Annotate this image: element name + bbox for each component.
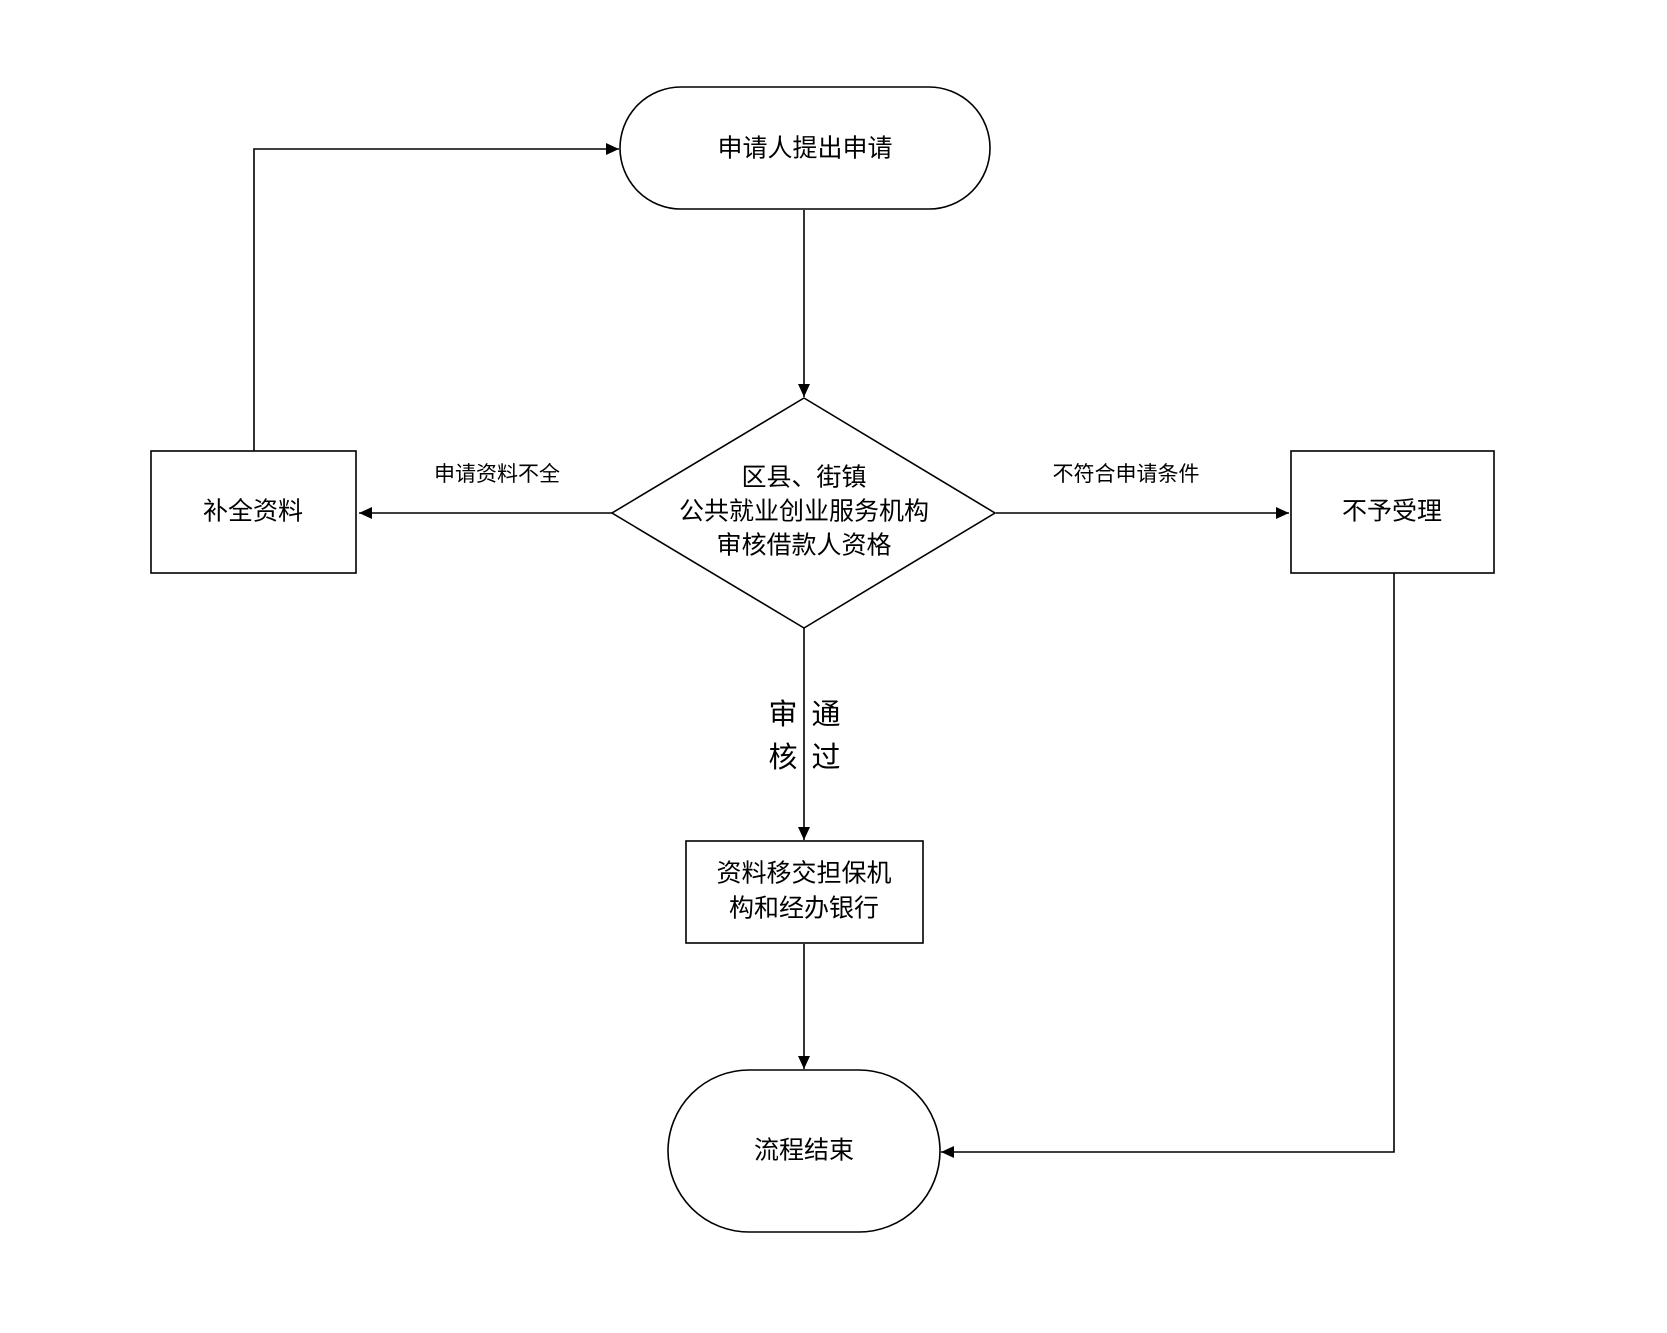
transfer-label-line-1: 资料移交担保机: [716, 859, 891, 888]
review-label-line-1: 区县、街镇: [741, 463, 866, 492]
edge-label-approved-col2-char1: 通: [811, 697, 840, 731]
review-label-line-2: 公共就业创业服务机构: [679, 497, 929, 526]
start-terminal: [619, 86, 991, 210]
edge-label-approved-col2-char2: 过: [811, 740, 840, 774]
supplement-box: [150, 450, 357, 574]
edge-reject-to-end: [941, 573, 1395, 1158]
edge-label-incomplete: 申请资料不全: [434, 462, 560, 486]
edge-label-approved-col1-char1: 审: [768, 697, 797, 731]
supplement-label: 补全资料: [203, 497, 303, 526]
start-label: 申请人提出申请: [717, 134, 892, 163]
review-decision: [610, 397, 997, 629]
end-terminal: [667, 1069, 941, 1233]
transfer-box: [685, 840, 924, 944]
reject-label: 不予受理: [1342, 497, 1442, 526]
end-label: 流程结束: [754, 1136, 854, 1165]
reject-box: [1290, 450, 1495, 574]
edge-supplement-to-start: [253, 143, 619, 451]
edge-label-approved-col1-char2: 核: [768, 740, 797, 774]
review-label-line-3: 审核借款人资格: [716, 531, 891, 560]
edge-label-not-eligible: 不符合申请条件: [1053, 462, 1200, 486]
transfer-label-line-2: 构和经办银行: [729, 894, 879, 923]
